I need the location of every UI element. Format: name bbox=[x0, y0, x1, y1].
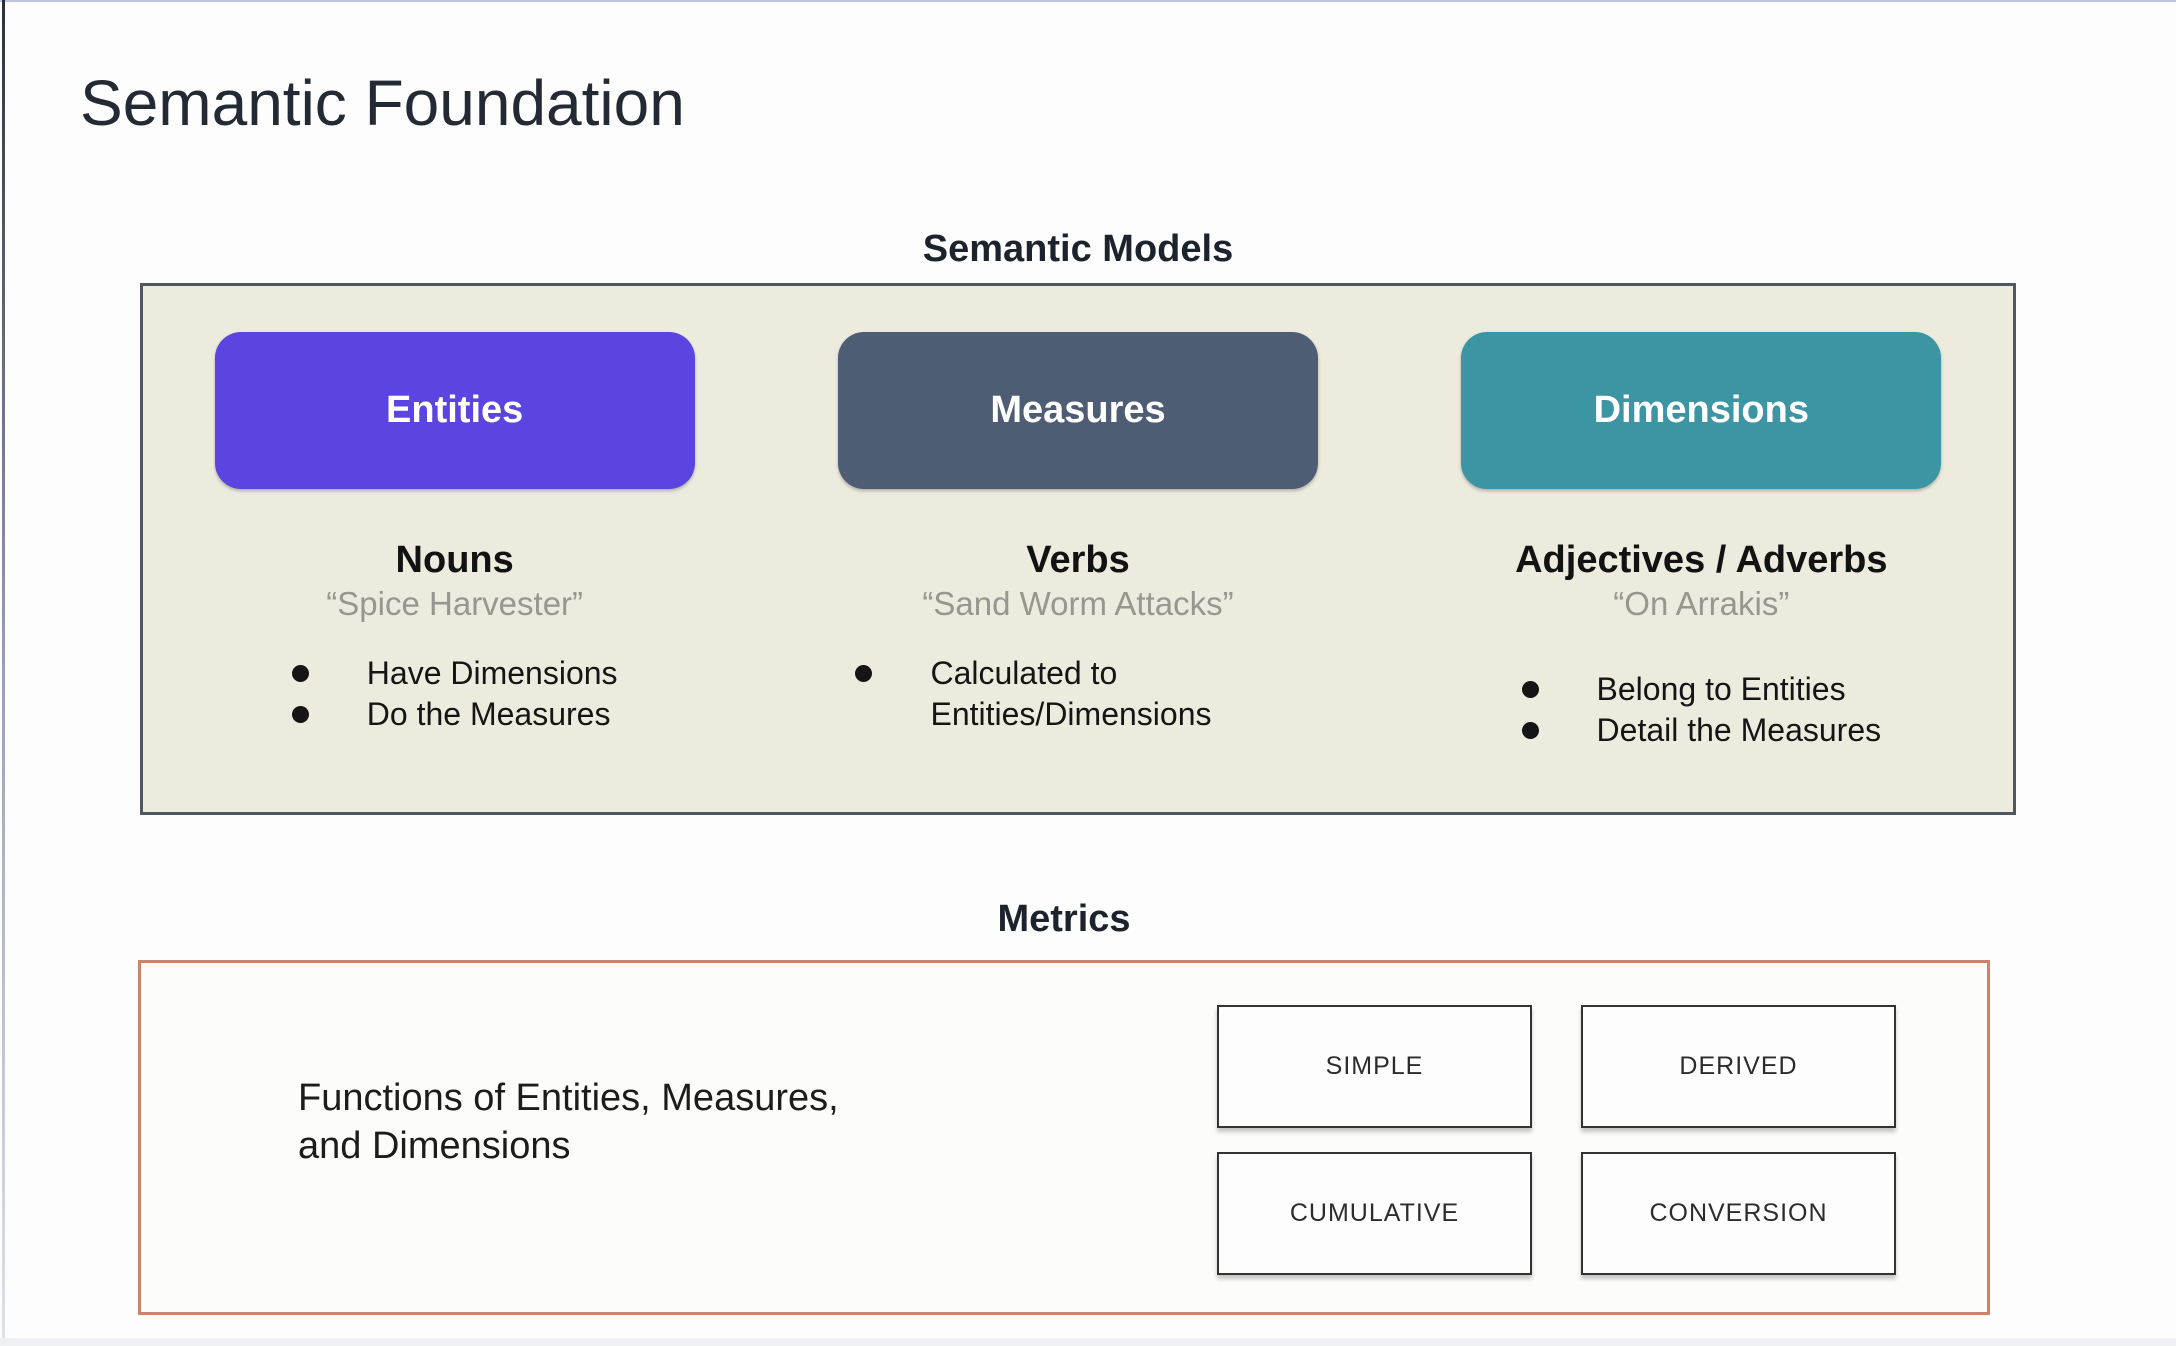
bullet-item: Calculated to Entities/Dimensions bbox=[855, 653, 1300, 736]
dimensions-pill: Dimensions bbox=[1461, 332, 1942, 489]
metric-types-grid: SIMPLE DERIVED CUMULATIVE CONVERSION bbox=[1217, 1005, 1896, 1275]
entities-column: Entities Nouns “Spice Harvester” Have Di… bbox=[143, 286, 766, 812]
bullet-item: Do the Measures bbox=[291, 694, 618, 736]
bullet-text: Do the Measures bbox=[366, 696, 611, 733]
bullet-dot bbox=[291, 664, 309, 682]
bullet-dot bbox=[291, 706, 309, 724]
metrics-description: Functions of Entities, Measures, and Dim… bbox=[298, 1077, 839, 1167]
bullet-item: Have Dimensions bbox=[291, 653, 618, 695]
window-left-edge bbox=[2, 0, 5, 1346]
entities-quote: “Spice Harvester” bbox=[326, 584, 584, 622]
metrics-panel: Functions of Entities, Measures, and Dim… bbox=[138, 960, 1990, 1315]
bullet-text: Belong to Entities bbox=[1596, 670, 1846, 707]
metrics-heading: Metrics bbox=[997, 898, 1131, 940]
measures-term: Verbs bbox=[1026, 539, 1130, 581]
metric-type-cumulative: CUMULATIVE bbox=[1217, 1152, 1532, 1275]
dimensions-column: Dimensions Adjectives / Adverbs “On Arra… bbox=[1390, 286, 2013, 812]
dimensions-bullet-list: Belong to Entities Detail the Measures bbox=[1521, 669, 1882, 752]
bullet-dot bbox=[1521, 722, 1539, 740]
bullet-item: Detail the Measures bbox=[1521, 710, 1882, 752]
window-bottom-edge bbox=[0, 1338, 2176, 1346]
bullet-dot bbox=[855, 664, 873, 682]
slide-title: Semantic Foundation bbox=[80, 67, 685, 139]
metric-type-conversion: CONVERSION bbox=[1581, 1152, 1896, 1275]
measures-bullet-list: Calculated to Entities/Dimensions bbox=[855, 653, 1300, 736]
dimensions-quote: “On Arrakis” bbox=[1613, 584, 1790, 622]
semantic-models-panel: Entities Nouns “Spice Harvester” Have Di… bbox=[140, 283, 2016, 815]
metric-type-simple: SIMPLE bbox=[1217, 1005, 1532, 1128]
bullet-text: Detail the Measures bbox=[1596, 712, 1882, 749]
measures-quote: “Sand Worm Attacks” bbox=[922, 584, 1234, 622]
bullet-item: Belong to Entities bbox=[1521, 669, 1882, 711]
dimensions-term: Adjectives / Adverbs bbox=[1515, 539, 1888, 581]
measures-pill: Measures bbox=[837, 332, 1318, 489]
metric-type-derived: DERIVED bbox=[1581, 1005, 1896, 1128]
entities-pill: Entities bbox=[214, 332, 695, 489]
window-top-edge bbox=[0, 0, 2176, 2]
bullet-dot bbox=[1521, 680, 1539, 698]
semantic-models-heading: Semantic Models bbox=[922, 228, 1234, 270]
bullet-text: Have Dimensions bbox=[366, 654, 618, 691]
bullet-text: Calculated to Entities/Dimensions bbox=[930, 654, 1212, 733]
entities-term: Nouns bbox=[395, 539, 514, 581]
entities-bullet-list: Have Dimensions Do the Measures bbox=[291, 653, 618, 736]
measures-column: Measures Verbs “Sand Worm Attacks” Calcu… bbox=[766, 286, 1389, 812]
